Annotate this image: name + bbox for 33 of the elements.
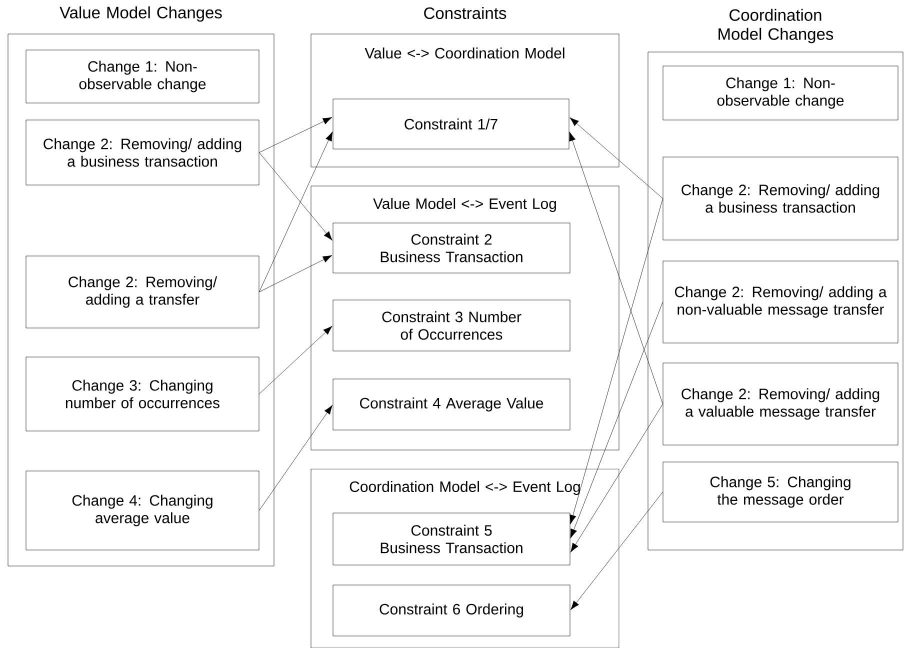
arrow [570,117,663,199]
group-heading: Value <-> Coordination Model [364,48,564,58]
text-box: Change 3: Changing number of occurrences [26,356,260,432]
arrow [259,326,332,394]
arrow [259,255,332,292]
group-heading: Coordination Model Changes [718,8,834,44]
text-box: Constraint 6 Ordering [332,584,570,636]
text-box: Constraint 2 Business Transaction [332,222,570,274]
text-box: Constraint 5 Business Transaction [332,512,570,566]
text-box: Change 2: Removing/ adding a valuable message transfer [662,362,898,446]
text-box: Change 2: Removing/ adding a business transaction [662,156,898,240]
text-box: Constraint 3 Number of Occurrences [332,300,570,352]
arrow [259,132,333,292]
arrow [259,152,332,241]
arrow [259,405,332,511]
text-box: Change 2: Removing/ adding a business transaction [26,120,260,186]
text-box: Change 4: Changing average value [26,470,260,550]
text-box: Change 1: Non-observable change [662,66,898,120]
arrow [570,198,663,524]
text-box: Change 2: Removing/ adding a non-valuable message transfer [662,260,898,344]
arrow [570,492,663,610]
text-box: Change 2: Removing/ adding a transfer [26,256,260,328]
column-heading: Constraints [424,6,506,20]
arrow [570,404,663,552]
text-box: Constraint 1/7 [332,98,570,150]
group-heading: Value Model <-> Event Log [373,198,556,212]
group-heading: Coordination Model <-> Event Log [350,481,580,495]
text-box: Change 5: Changing the message order [662,462,898,522]
group-heading: Value Model Changes [60,6,222,22]
arrow [259,117,332,153]
text-box: Constraint 4 Average Value [332,378,570,430]
arrow [569,132,663,404]
text-box: Change 1: Non-observable change [26,50,260,104]
